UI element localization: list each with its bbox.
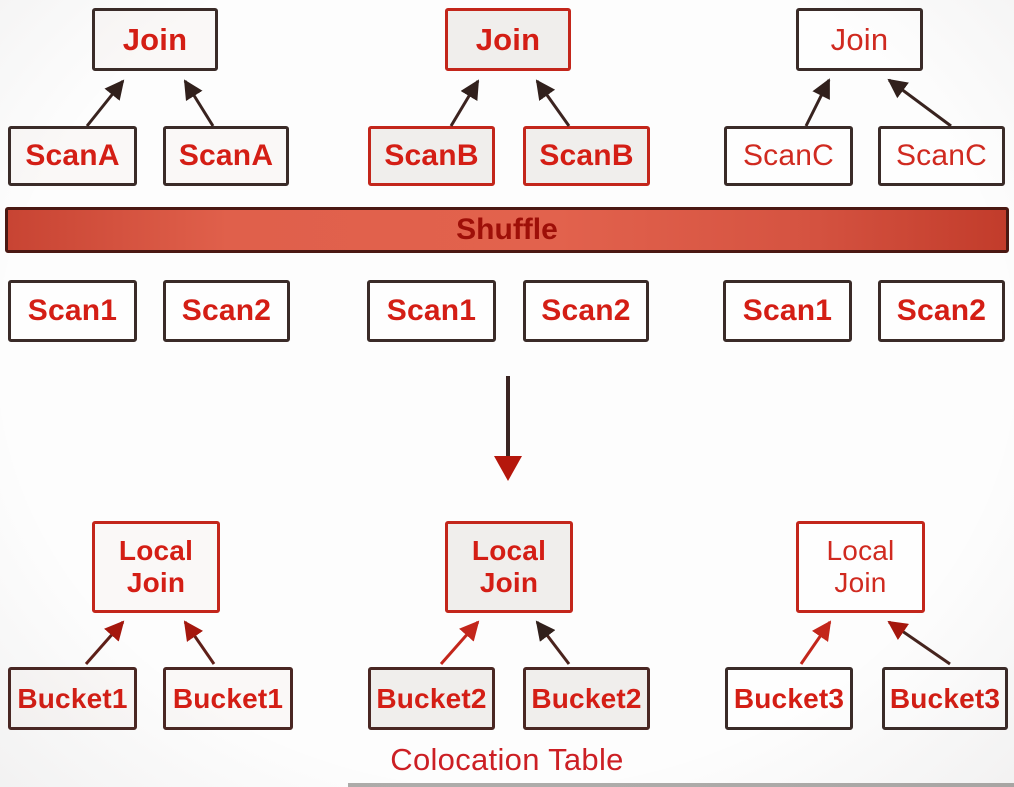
shuffle-label: Shuffle — [456, 213, 558, 246]
top-join-node-c: Join — [796, 8, 923, 71]
bucket3-left: Bucket3 — [725, 667, 853, 730]
scan-b-left: ScanB — [368, 126, 495, 186]
scan-a-left: ScanA — [8, 126, 137, 186]
local-join-node-3: Local Join — [796, 521, 925, 613]
arrow-bucket1-right-to-localjoin — [183, 620, 216, 665]
top-join-node-b: Join — [445, 8, 571, 71]
scan-row-4: Scan2 — [523, 280, 649, 342]
scan-a-right: ScanA — [163, 126, 289, 186]
arrow-bucket1-left-to-localjoin — [84, 620, 125, 665]
scan-row-6: Scan2 — [878, 280, 1005, 342]
arrow-scanc-left-to-join — [804, 78, 831, 127]
bucket1-left: Bucket1 — [8, 667, 137, 730]
scan-row-3: Scan1 — [367, 280, 496, 342]
bottom-edge-strip — [348, 783, 1014, 787]
scan-c-left: ScanC — [724, 126, 853, 186]
arrow-scanc-right-to-join — [887, 78, 952, 128]
local-join-node-1: Local Join — [92, 521, 220, 613]
top-join-node-a: Join — [92, 8, 218, 71]
bucket2-right: Bucket2 — [523, 667, 650, 730]
scan-row-2: Scan2 — [163, 280, 290, 342]
arrow-scana-left-to-join — [85, 79, 125, 127]
scan-b-right: ScanB — [523, 126, 650, 186]
bucket1-right: Bucket1 — [163, 667, 293, 730]
shuffle-bar: Shuffle — [5, 207, 1009, 253]
bucket2-left: Bucket2 — [368, 667, 495, 730]
arrow-bucket3-right-to-localjoin — [887, 620, 951, 666]
arrow-scanb-left-to-join — [449, 79, 480, 127]
scan-c-right: ScanC — [878, 126, 1005, 186]
arrow-scana-right-to-join — [183, 79, 215, 127]
scan-row-1: Scan1 — [8, 280, 137, 342]
transform-arrow-head — [494, 456, 522, 481]
arrow-bucket2-right-to-localjoin — [535, 620, 571, 665]
arrow-bucket2-left-to-localjoin — [439, 620, 480, 665]
local-join-node-2: Local Join — [445, 521, 573, 613]
diagram-caption: Colocation Table — [390, 742, 624, 777]
scan-row-5: Scan1 — [723, 280, 852, 342]
arrow-scanb-right-to-join — [535, 79, 571, 127]
arrow-bucket3-left-to-localjoin — [799, 620, 832, 665]
bucket3-right: Bucket3 — [882, 667, 1008, 730]
